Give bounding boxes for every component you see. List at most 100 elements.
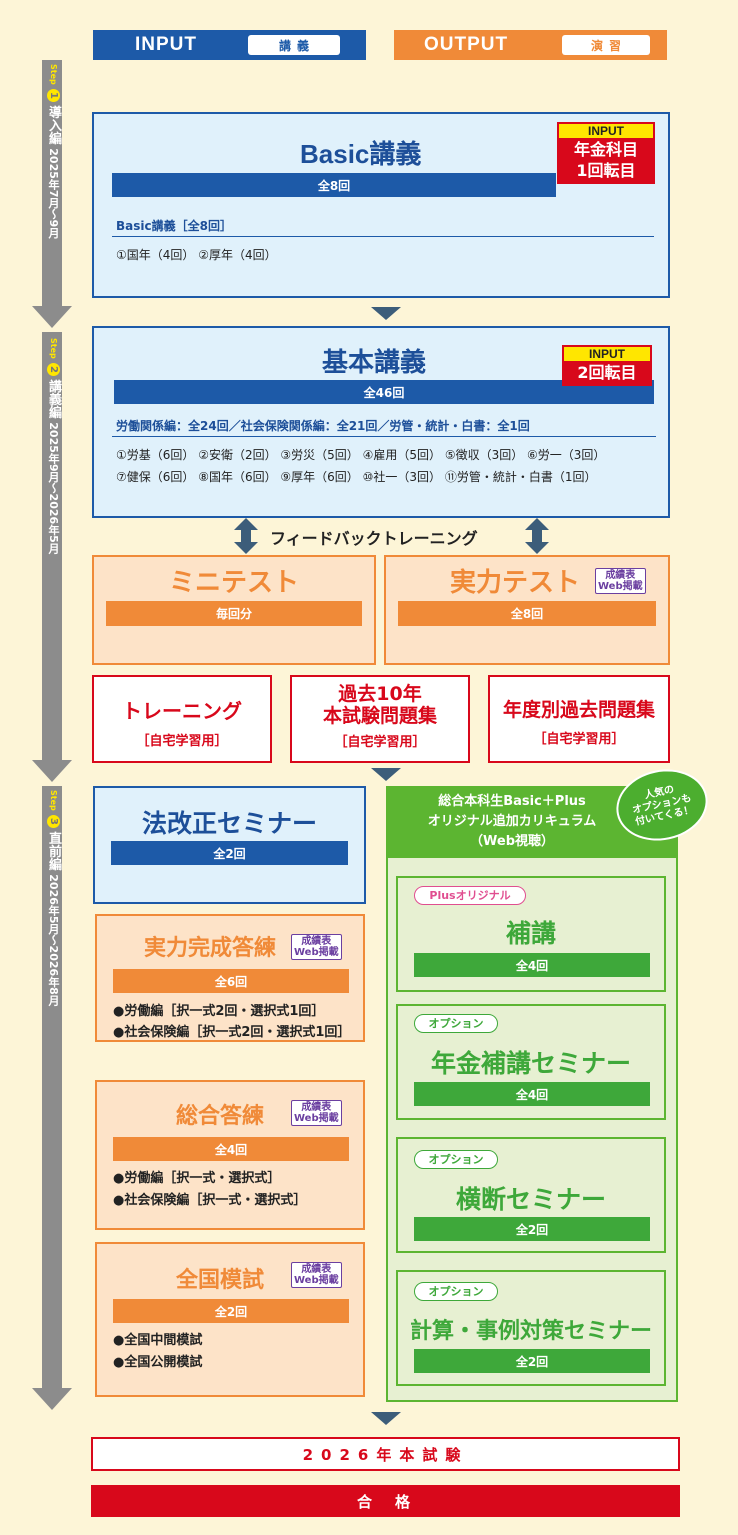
keisan-seminar-tag: オプション: [414, 1282, 498, 1301]
step1-bar: [42, 60, 62, 308]
step1-number: 1: [47, 88, 60, 102]
step3-arrow: [32, 1388, 72, 1410]
step2-number: 2: [47, 362, 60, 376]
step2-label: Step 2 講義編 2025年9月～2026年5月: [44, 338, 63, 554]
output-header-label: OUTPUT: [424, 34, 509, 55]
step2-arrow: [32, 760, 72, 782]
hokaisei-seminar-title: 法改正セミナー: [141, 810, 317, 838]
sogo-web-badge: 成績表 Web掲載: [291, 1100, 342, 1126]
step2-period: 2025年9月～2026年5月: [47, 422, 60, 554]
yearly-book-title: 年度別過去問題集: [502, 699, 655, 721]
kansei-web-badge-line2: Web掲載: [294, 947, 339, 958]
kansei-toren-count: 全6回: [113, 969, 349, 993]
basic-course-title: Basic講義: [300, 139, 422, 169]
basic-badge-line1: 年金科目: [573, 140, 638, 159]
training-book-sub: ［自宅学習用］: [136, 734, 228, 749]
arrow-down-1: [371, 307, 401, 320]
kihon-items-row2: ⑦健保（6回） ⑧国年（6回） ⑨厚年（6回） ⑩社一（3回） ⑪労管・統計・白…: [116, 470, 597, 484]
feedback-arrow-right-icon: [525, 518, 549, 554]
mogi-item-2: ●全国公開模試: [113, 1355, 203, 1370]
basic-badge-line2: 1回転目: [576, 161, 636, 180]
step3-prefix: Step: [49, 790, 58, 811]
step3-bar: [42, 786, 62, 1390]
jitsuryoku-test-count: 全8回: [398, 601, 656, 626]
sogo-item-1: ●労働編［択一式・選択式］: [113, 1171, 281, 1186]
arrow-down-3: [371, 1412, 401, 1425]
jitsuryoku-web-badge-line1: 成績表: [605, 570, 636, 581]
feedback-label: フィードバックトレーニング: [270, 529, 478, 548]
basic-divider: [112, 236, 654, 237]
hokaisei-seminar-count: 全2回: [111, 841, 348, 865]
sogo-web-badge-line1: 成績表: [301, 1102, 332, 1113]
oudan-seminar-title: 横断セミナー: [455, 1185, 606, 1214]
kihon-divider: [112, 436, 656, 437]
kihon-badge-line1: 2回転目: [577, 363, 637, 382]
training-book-title: トレーニング: [122, 699, 242, 723]
step3-name: 直前編: [46, 831, 61, 871]
step1-prefix: Step: [49, 64, 58, 85]
jitsuryoku-web-badge: 成績表 Web掲載: [595, 568, 646, 594]
step1-period: 2025年7月～9月: [47, 148, 60, 239]
jitsuryoku-test-title: 実力テスト: [449, 568, 580, 598]
sogo-item-2: ●社会保険編［択一式・選択式］: [113, 1193, 307, 1208]
feedback-arrow-left-icon: [234, 518, 258, 554]
nenkin-seminar-count: 全4回: [414, 1082, 650, 1106]
kihon-items-row1: ①労基（6回） ②安衛（2回） ③労災（5回） ④雇用（5回） ⑤徴収（3回） …: [116, 448, 606, 462]
input-header: INPUT 講義: [93, 30, 366, 60]
kihon-input-badge: INPUT 2回転目: [562, 345, 652, 386]
step2-prefix: Step: [49, 338, 58, 359]
past10-book-title1: 過去10年: [338, 683, 422, 705]
mogi-web-badge: 成績表 Web掲載: [291, 1262, 342, 1288]
hokou-tag: Plusオリジナル: [414, 886, 526, 905]
nenkin-seminar-title: 年金補講セミナー: [430, 1049, 631, 1078]
sogo-toren-title: 総合答練: [175, 1104, 264, 1129]
step3-label: Step 3 直前編 2026年5月～2026年8月: [44, 790, 63, 1006]
basic-input-badge: INPUT 年金科目 1回転目: [557, 122, 655, 184]
kansei-web-badge-line1: 成績表: [301, 936, 332, 947]
sogo-toren-count: 全4回: [113, 1137, 349, 1161]
mogi-count: 全2回: [113, 1299, 349, 1323]
mini-test-count: 毎回分: [106, 601, 362, 626]
past10-book-title2: 本試験問題集: [322, 705, 437, 727]
step2-name: 講義編: [46, 379, 61, 419]
oudan-seminar-count: 全2回: [414, 1217, 650, 1241]
kansei-web-badge: 成績表 Web掲載: [291, 934, 342, 960]
training-book-box: トレーニング ［自宅学習用］: [92, 675, 272, 763]
nenkin-seminar-tag: オプション: [414, 1014, 498, 1033]
mogi-web-badge-line1: 成績表: [301, 1264, 332, 1275]
mini-test-title: ミニテスト: [168, 568, 299, 598]
plus-curriculum-header-line2: オリジナル追加カリキュラム: [427, 814, 597, 829]
past10-book-box: 過去10年 本試験問題集 ［自宅学習用］: [290, 675, 470, 763]
arrow-down-2: [371, 768, 401, 781]
pass-banner: 合 格: [91, 1485, 680, 1517]
mogi-title: 全国模試: [175, 1268, 264, 1293]
keisan-seminar-count: 全2回: [414, 1349, 650, 1373]
kihon-sub-heading: 労働関係編：全24回／社会保険関係編：全21回／労管・統計・白書：全1回: [116, 419, 530, 433]
basic-badge-top: INPUT: [559, 124, 653, 138]
step2-bar: [42, 332, 62, 762]
kansei-item-1: ●労働編［択一式2回・選択式1回］: [113, 1004, 325, 1019]
basic-course-count: 全8回: [112, 173, 556, 197]
oudan-seminar-tag: オプション: [414, 1150, 498, 1169]
kihon-course-title: 基本講義: [322, 347, 427, 377]
input-header-tag: 講義: [248, 35, 340, 55]
basic-items: ①国年（4回） ②厚年（4回）: [116, 248, 277, 262]
keisan-seminar-title: 計算・事例対策セミナー: [409, 1319, 652, 1344]
step1-label: Step 1 導入編 2025年7月～9月: [44, 64, 63, 238]
plus-curriculum-header-line3: （Web視聴）: [470, 834, 554, 849]
step1-arrow: [32, 306, 72, 328]
hokou-title: 補講: [505, 919, 556, 948]
output-header-tag: 演習: [562, 35, 650, 55]
mogi-item-1: ●全国中間模試: [113, 1333, 203, 1348]
sogo-web-badge-line2: Web掲載: [294, 1113, 339, 1124]
step3-period: 2026年5月～2026年8月: [47, 874, 60, 1006]
step3-number: 3: [47, 814, 60, 828]
exam-banner: 2026年本試験: [91, 1437, 680, 1471]
hokou-count: 全4回: [414, 953, 650, 977]
yearly-book-sub: ［自宅学習用］: [533, 732, 625, 747]
plus-curriculum-header-line1: 総合本科生Basic＋Plus: [438, 794, 586, 809]
mogi-web-badge-line2: Web掲載: [294, 1275, 339, 1286]
jitsuryoku-web-badge-line2: Web掲載: [598, 581, 643, 592]
past10-book-sub: ［自宅学習用］: [334, 735, 426, 750]
output-header: OUTPUT 演習: [394, 30, 667, 60]
